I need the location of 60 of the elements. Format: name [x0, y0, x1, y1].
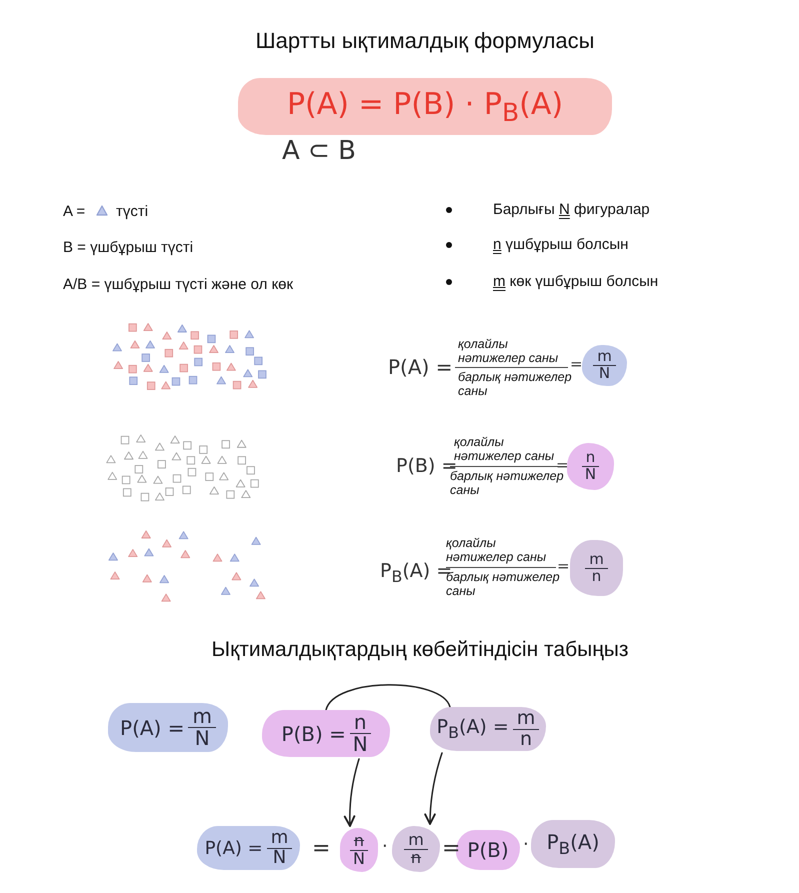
- fraction-denominator: n: [410, 850, 422, 866]
- formula-highlight: [340, 828, 378, 872]
- equals-sign: =: [442, 836, 460, 862]
- fraction-numerator: n: [582, 450, 600, 467]
- fraction-denominator: N: [353, 850, 365, 868]
- equals-sign: =: [570, 355, 583, 373]
- arrow: [424, 752, 443, 825]
- section-heading: Ықтималдықтардың көбейтіндісін табыңыз: [211, 637, 629, 662]
- fraction-numerator: қолайлы нәтижелер саны: [454, 435, 556, 464]
- formula-highlight: [567, 443, 614, 490]
- fraction-numerator: n: [350, 832, 368, 850]
- fraction-numerator: қолайлы нәтижелер саны: [446, 536, 548, 565]
- definition-text: түсті: [116, 203, 148, 221]
- formula-text: P(A) =: [388, 355, 452, 379]
- fraction-denominator: N: [352, 734, 368, 755]
- bullet-text: Барлығы N фигуралар: [493, 201, 650, 219]
- formula-text: P(B) =: [281, 722, 346, 746]
- definition-text: A =: [63, 203, 86, 221]
- definition-text: A/B = үшбұрыш түсті және ол көк: [63, 276, 294, 294]
- formula-highlight: [108, 703, 228, 752]
- fraction-numerator: m: [512, 708, 540, 730]
- fraction-denominator: n: [592, 568, 602, 584]
- fraction-numerator: m: [266, 828, 292, 848]
- title: Шартты ықтималдық формуласы: [256, 28, 594, 54]
- formula-highlight: [430, 707, 546, 751]
- formula-text: P$_{B}$(A): [546, 830, 600, 858]
- formula-text: P$_{B}$(A) =: [436, 716, 509, 742]
- curved-line: [325, 684, 451, 711]
- bullet-text: n үшбұрыш болсын: [493, 236, 628, 254]
- arrow: [344, 758, 360, 827]
- fraction-numerator: n: [350, 712, 371, 734]
- equals-sign: =: [557, 557, 570, 575]
- formula-text: P(A) =: [204, 838, 263, 858]
- equals-sign: =: [312, 836, 330, 862]
- formula-highlight: [197, 826, 300, 870]
- definition-text: B = үшбұрыш түсті: [63, 239, 194, 257]
- formula-highlight: [262, 710, 390, 757]
- formula-highlight: [392, 826, 440, 872]
- fraction-denominator: N: [584, 467, 596, 483]
- fraction-numerator: m: [188, 706, 216, 728]
- formula-highlight: [582, 345, 627, 386]
- formula-text: P(B): [467, 838, 509, 862]
- condition-text: A ⊂ B: [282, 136, 356, 168]
- fraction-numerator: m: [593, 349, 616, 366]
- fraction-denominator: N: [194, 728, 210, 749]
- fraction-denominator: n: [520, 730, 532, 750]
- fraction-denominator: N: [272, 848, 286, 868]
- formula-highlight: [238, 78, 612, 135]
- bullet-text: m көк үшбұрыш болсын: [493, 273, 658, 291]
- formula-text: P(A) = P(B) · P$_{B}$(A): [286, 86, 564, 126]
- fraction-numerator: m: [404, 832, 428, 850]
- formula-highlight: [570, 540, 623, 596]
- fraction-numerator: m: [585, 552, 608, 568]
- formula-text: P(A) =: [120, 716, 184, 740]
- multiplication-dot: ·: [523, 834, 529, 856]
- fraction-denominator: барлық нәтижелер саны: [458, 370, 573, 399]
- fraction-numerator: қолайлы нәтижелер саны: [458, 337, 560, 366]
- multiplication-dot: ·: [382, 836, 388, 858]
- fraction-denominator: N: [598, 366, 610, 382]
- formula-highlight: [531, 820, 615, 868]
